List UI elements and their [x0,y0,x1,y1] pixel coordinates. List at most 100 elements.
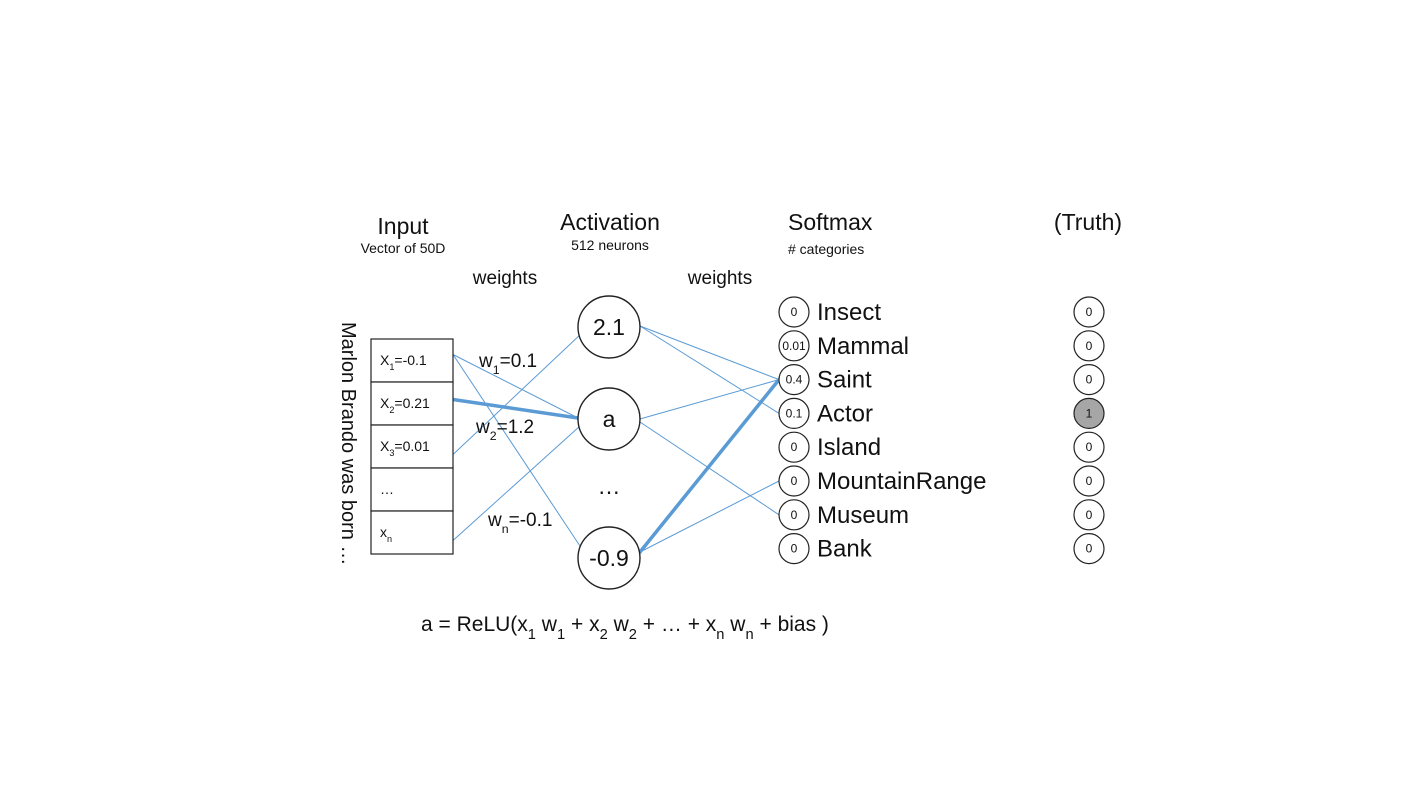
connection-line [639,379,780,420]
category-label: Actor [817,400,873,427]
weights-label-2: weights [687,268,752,289]
input-cell-label-value: =0.21 [394,395,430,411]
softmax-node [778,465,810,497]
formula-part: + … + x [637,613,717,636]
category-label: Mammal [817,333,909,360]
weight-annotation-symbol: w [487,510,502,531]
softmax-probability: 0.01 [782,339,806,353]
input-subheader: Vector of 50D [361,240,446,256]
softmax-node [778,397,810,429]
formula-part: + bias ) [754,613,829,636]
connection-line [452,354,581,547]
softmax-node [778,296,810,328]
truth-header: (Truth) [1054,209,1122,235]
input-cell-label-subscript: 1 [389,362,394,372]
formula-subscript: n [745,627,753,643]
activation-neuron [577,387,641,451]
connection-line [452,354,579,419]
input-cell-label: xn [380,524,392,544]
input-cell-label-subscript: 3 [389,448,394,458]
formula-subscript: 2 [600,627,608,643]
activation-neuron [577,295,641,359]
input-cell-label: … [380,481,394,497]
category-label: Bank [817,536,873,563]
weight-annotation-subscript: 2 [490,429,497,443]
softmax-header: Softmax [788,209,873,235]
input-cell-label-symbol: … [380,481,394,497]
softmax-node [778,330,810,362]
softmax-subheader: # categories [788,241,864,257]
weight-annotation-value: =0.1 [500,351,538,372]
input-cell-label-value: =0.01 [394,438,430,454]
weight-annotation: w2=1.2 [475,417,534,443]
formula-subscript: 1 [528,627,536,643]
softmax-probability: 0 [791,474,798,488]
truth-node [1073,397,1105,429]
truth-value: 0 [1086,373,1093,387]
softmax-node [778,532,810,565]
formula-part: + x [565,613,600,636]
softmax-probability: 0 [791,440,798,454]
input-cell-label-symbol: X [380,352,390,368]
activation-ellipsis: … [598,473,621,499]
softmax-node [778,499,810,531]
connection-line-highlight [638,377,781,554]
weight-annotation: w1=0.1 [478,351,537,377]
category-label: Museum [817,502,909,529]
truth-node [1073,330,1105,362]
truth-node [1073,532,1105,565]
softmax-probability: 0.1 [786,406,803,420]
truth-value: 0 [1086,339,1093,353]
softmax-node [778,364,810,396]
weight-annotation-value: =-0.1 [509,510,553,531]
connection-line [639,325,780,414]
weight-annotation-symbol: w [478,351,493,372]
connection-line-highlight [451,397,580,420]
input-cell-label: X1=-0.1 [380,352,427,372]
input-sentence: Marlon Brando was born … [337,322,359,565]
softmax-probability: 0 [791,508,798,522]
connections [451,325,781,554]
input-cell-label-subscript: 2 [389,405,394,415]
truth-value: 0 [1086,440,1093,454]
input-cell-label-symbol: x [380,524,387,540]
input-cell-label: X3=0.01 [380,438,430,458]
truth-node [1073,364,1105,396]
connection-line [639,325,780,381]
input-cell [370,510,454,555]
input-cell-label-symbol: X [380,438,390,454]
weight-annotation-symbol: w [475,417,490,438]
weight-annotation: wn=-0.1 [487,510,552,536]
truth-value: 0 [1086,305,1093,319]
connection-line [452,332,583,455]
formula-subscript: n [716,627,724,643]
input-cell-label-value: =-0.1 [394,352,427,368]
weight-annotation-subscript: n [502,522,509,536]
input-cell [370,467,454,512]
category-label: Saint [817,367,872,394]
category-label: Insect [817,299,881,326]
formula-part: w [536,613,558,636]
softmax-probability: 0 [791,305,798,319]
softmax-node [778,431,810,463]
formula-part: w [724,613,746,636]
activation-neuron-value: -0.9 [589,545,629,571]
activation-layer: 2.1a-0.9 [577,295,641,590]
truth-node [1073,431,1105,463]
input-cell [370,424,454,469]
weight-annotations: w1=0.1w2=1.2wn=-0.1 [475,351,552,536]
weight-annotation-value: =1.2 [497,417,535,438]
input-cell-label-subscript: n [387,534,392,544]
activation-neuron-value: 2.1 [593,314,625,340]
truth-value: 0 [1086,542,1093,556]
truth-node [1073,499,1105,531]
input-cell-label-symbol: X [380,395,390,411]
formula-prefix: a = ReLU(x [421,613,528,636]
activation-header: Activation [560,209,660,235]
connection-line [452,425,581,541]
category-label: Island [817,434,881,461]
